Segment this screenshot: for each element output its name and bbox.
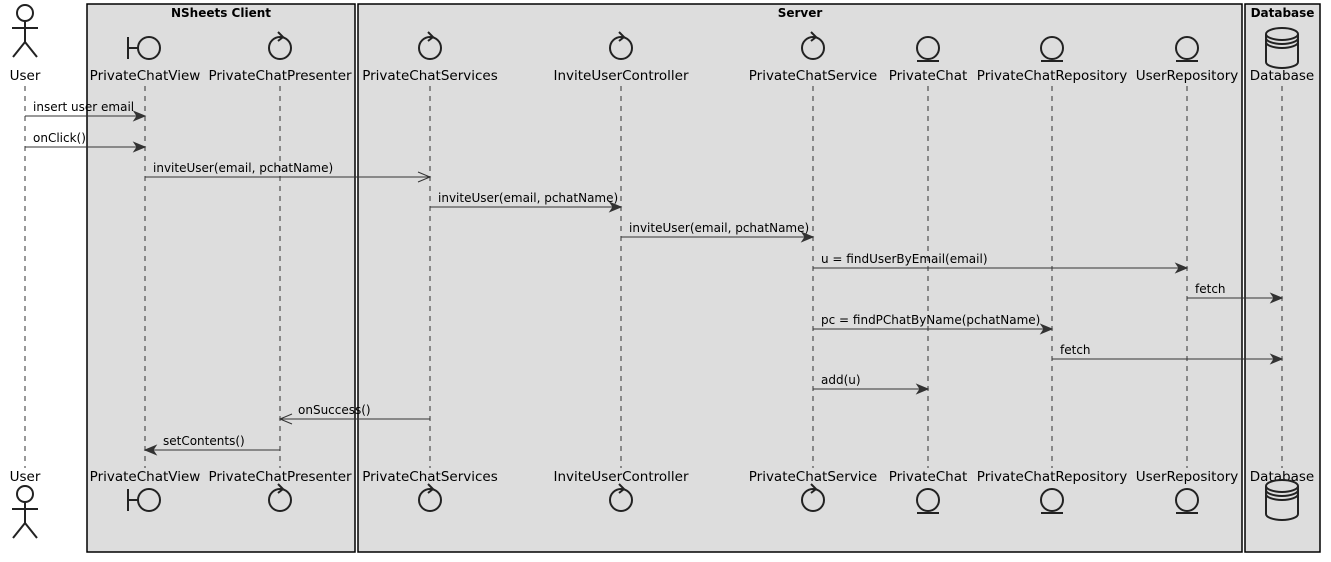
message-label: fetch [1060, 343, 1091, 357]
message-label: insert user email [33, 100, 134, 114]
participant-name-top: PrivateChatRepository [977, 68, 1127, 84]
participant-name-top: InviteUserController [553, 68, 689, 84]
entity-icon [1175, 488, 1199, 514]
message-label: pc = findPChatByName(pchatName) [821, 313, 1040, 327]
participant-name-top: UserRepository [1136, 68, 1239, 84]
message-9: fetch [1052, 343, 1284, 365]
message-label: inviteUser(email, pchatName) [438, 191, 618, 205]
participant-name-bottom: PrivateChatPresenter [208, 469, 352, 485]
control-icon [268, 31, 292, 60]
participant-name-top: PrivateChat [889, 68, 968, 84]
actor-icon [12, 485, 38, 539]
message-2: onClick() [25, 131, 147, 153]
lifelines [24, 86, 1283, 468]
messages: insert user email onClick() inviteUser(ema… [25, 100, 1284, 456]
boundary-icon [127, 488, 161, 512]
group-box-client: NSheets Client [86, 3, 356, 553]
participant-name-bottom: PrivateChatService [749, 469, 878, 485]
open-arrowhead [278, 413, 293, 425]
database-icon [1265, 27, 1299, 69]
filled-arrowhead [1269, 353, 1284, 365]
group-frame [86, 3, 356, 553]
message-1: insert user email [25, 100, 147, 122]
participant-name-top: PrivateChatPresenter [208, 68, 352, 84]
message-label: u = findUserByEmail(email) [821, 252, 988, 266]
control-icon [268, 483, 292, 512]
message-7: fetch [1187, 282, 1284, 304]
participant-name-top: Database [1250, 68, 1314, 84]
control-icon [609, 483, 633, 512]
message-11: onSuccess() [278, 403, 430, 425]
message-6: u = findUserByEmail(email) [813, 252, 1189, 274]
entity-icon [916, 488, 940, 514]
participant-name-bottom: PrivateChatView [90, 469, 201, 485]
filled-arrowhead [143, 444, 158, 456]
group-box-server: Server [357, 3, 1243, 553]
control-icon [418, 483, 442, 512]
filled-arrowhead [1039, 323, 1054, 335]
group-title: NSheets Client [171, 6, 271, 20]
message-label: add(u) [821, 373, 861, 387]
participant-name-bottom: UserRepository [1136, 469, 1239, 485]
open-arrowhead [417, 171, 432, 183]
filled-arrowhead [132, 141, 147, 153]
message-label: inviteUser(email, pchatName) [153, 161, 333, 175]
control-icon [609, 31, 633, 60]
control-icon [418, 31, 442, 60]
message-label: onClick() [33, 131, 86, 145]
message-5: inviteUser(email, pchatName) [621, 221, 815, 243]
message-label: onSuccess() [298, 403, 371, 417]
actor-icon [12, 4, 38, 58]
participant-name-top: PrivateChatService [749, 68, 878, 84]
participant-name-bottom: Database [1250, 469, 1314, 485]
participant-name-top: PrivateChatView [90, 68, 201, 84]
message-10: add(u) [813, 373, 930, 395]
participant-name-bottom: User [10, 469, 41, 485]
control-icon [801, 483, 825, 512]
entity-icon [916, 36, 940, 62]
filled-arrowhead [132, 110, 147, 122]
entity-icon [1040, 36, 1064, 62]
participant-name-bottom: PrivateChatServices [362, 469, 498, 485]
message-12: setContents() [143, 434, 280, 456]
filled-arrowhead [800, 231, 815, 243]
participant-name-top: User [10, 68, 41, 84]
message-label: fetch [1195, 282, 1226, 296]
message-label: inviteUser(email, pchatName) [629, 221, 809, 235]
filled-arrowhead [915, 383, 930, 395]
participant-name-bottom: PrivateChatRepository [977, 469, 1127, 485]
filled-arrowhead [608, 201, 623, 213]
filled-arrowhead [1174, 262, 1189, 274]
message-4: inviteUser(email, pchatName) [430, 191, 623, 213]
boundary-icon [127, 36, 161, 60]
group-frame [357, 3, 1243, 553]
message-8: pc = findPChatByName(pchatName) [813, 313, 1054, 335]
group-title: Database [1251, 6, 1315, 20]
participant-name-top: PrivateChatServices [362, 68, 498, 84]
participant-name-bottom: PrivateChat [889, 469, 968, 485]
database-icon [1265, 479, 1299, 521]
filled-arrowhead [1269, 292, 1284, 304]
group-title: Server [778, 6, 823, 20]
control-icon [801, 31, 825, 60]
entity-icon [1175, 36, 1199, 62]
participant-pchatrepo: PrivateChatRepositoryPrivateChatReposito… [977, 36, 1127, 514]
message-label: setContents() [163, 434, 245, 448]
participant-name-bottom: InviteUserController [553, 469, 689, 485]
entity-icon [1040, 488, 1064, 514]
participants: UserUserPrivateChatViewPrivateChatViewPr… [10, 4, 1314, 539]
message-3: inviteUser(email, pchatName) [145, 161, 432, 183]
